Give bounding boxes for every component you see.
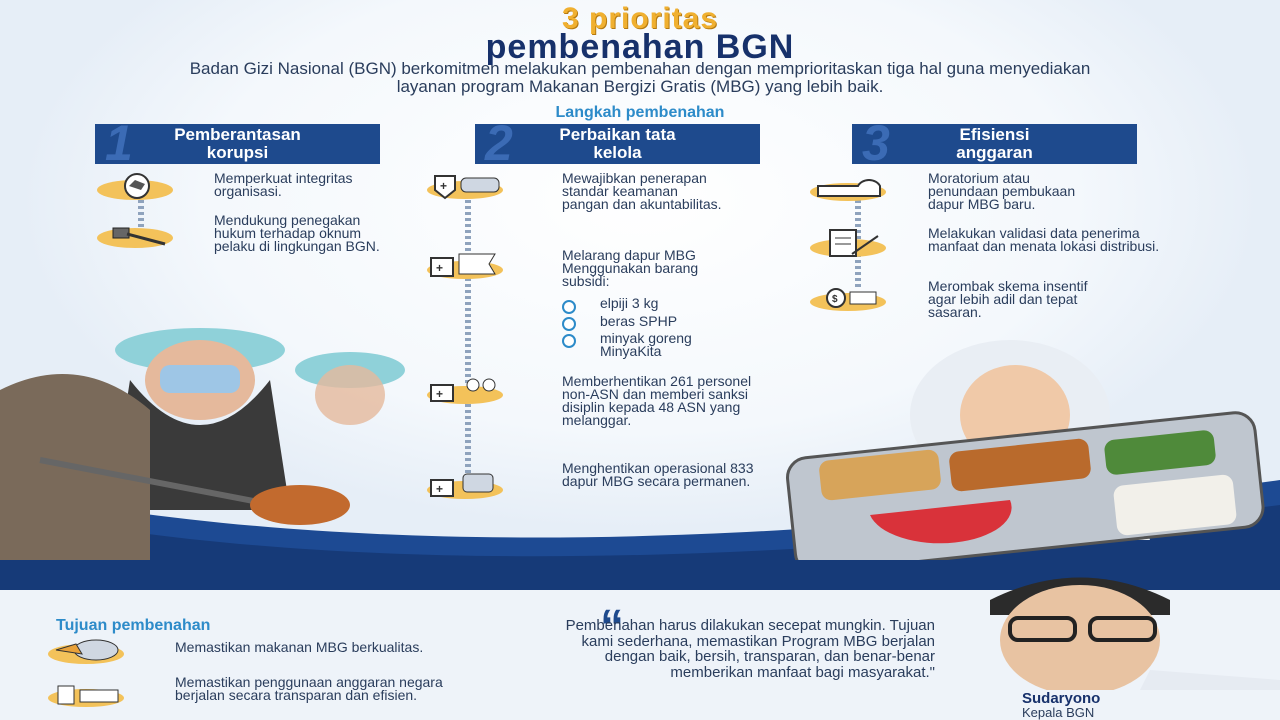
goal-item-1: Memastikan makanan MBG berkualitas. <box>175 639 424 655</box>
column-3-item-3: Merombak skema insentif agar lebih adil … <box>928 278 1088 320</box>
svg-text:+: + <box>436 387 443 401</box>
subsidi-bullet <box>562 317 576 331</box>
label-icon: + <box>427 253 503 279</box>
worker-illustration <box>0 328 405 560</box>
subsidi-item-3: minyak goreng MinyaKita <box>600 330 692 359</box>
quote-text: Pembenahan harus dilakukan secepat mungk… <box>565 617 935 681</box>
intro-text: Badan Gizi Nasional (BGN) berkomitmen me… <box>189 59 1091 96</box>
column-2-item-1: Mewajibkan penerapan standar keamanan pa… <box>562 170 722 212</box>
title-line-2: pembenahan BGN <box>485 28 795 66</box>
column-2-item-2: Melarang dapur MBG Menggunakan barang su… <box>562 247 699 289</box>
column-header-1: 1 Pemberantasan korupsi <box>95 124 380 164</box>
title-line-1: 3 prioritas <box>561 2 719 35</box>
speaker-name: Sudaryono <box>1022 690 1101 707</box>
column-3-item-1: Moratorium atau penundaan pembukaan dapu… <box>928 170 1076 212</box>
column-number: 2 <box>485 124 513 164</box>
column-2-item-3: Memberhentikan 261 personel non-ASN dan … <box>562 373 752 428</box>
subsidi-bullet <box>562 300 576 314</box>
subsidi-item-2: beras SPHP <box>600 313 678 329</box>
blue-wave-band <box>0 480 1280 590</box>
clipboard-icon <box>810 229 886 257</box>
quote-mark-icon: “ <box>600 601 624 654</box>
section-title: Langkah pembenahan <box>555 104 725 121</box>
column-number: 1 <box>105 124 133 164</box>
column-1-item-1: Memperkuat integritas organisasi. <box>214 170 353 199</box>
shield-icon: + <box>427 175 503 200</box>
seal-icon <box>97 173 173 200</box>
column-1-item-2: Mendukung penegakan hukum terhadap oknum… <box>214 212 380 254</box>
column-title: Pemberantasan korupsi <box>174 125 301 162</box>
coins-icon <box>48 685 124 707</box>
svg-text:+: + <box>440 179 447 193</box>
gavel-icon <box>97 227 173 248</box>
goals-title: Tujuan pembenahan <box>56 617 211 634</box>
column-title: Efisiensi anggaran <box>956 125 1033 162</box>
subsidi-item-1: elpiji 3 kg <box>600 295 659 311</box>
speaker-portrait <box>990 577 1280 690</box>
food-bowl-icon <box>48 639 124 664</box>
closed-icon: + <box>427 473 503 499</box>
divider-line <box>465 200 471 490</box>
student-illustration <box>786 340 1265 560</box>
divider-line <box>138 200 144 230</box>
money-icon: $ <box>810 288 886 311</box>
svg-text:+: + <box>436 261 443 275</box>
subsidi-bullet <box>562 334 576 348</box>
column-header-2: 2 Perbaikan tata kelola <box>475 124 760 164</box>
goal-item-2: Memastikan penggunaan anggaran negara be… <box>175 674 443 703</box>
kitchen-icon <box>810 179 886 201</box>
column-3-item-2: Melakukan validasi data penerima manfaat… <box>928 225 1160 254</box>
column-title: Perbaikan tata kelola <box>559 125 676 162</box>
speaker-role: Kepala BGN <box>1022 705 1095 720</box>
column-2-item-4: Menghentikan operasional 833 dapur MBG s… <box>562 460 754 489</box>
svg-text:+: + <box>436 482 443 496</box>
column-number: 3 <box>862 124 890 164</box>
svg-text:$: $ <box>832 294 838 305</box>
people-icon: + <box>427 378 503 404</box>
column-header-3: 3 Efisiensi anggaran <box>852 124 1137 164</box>
